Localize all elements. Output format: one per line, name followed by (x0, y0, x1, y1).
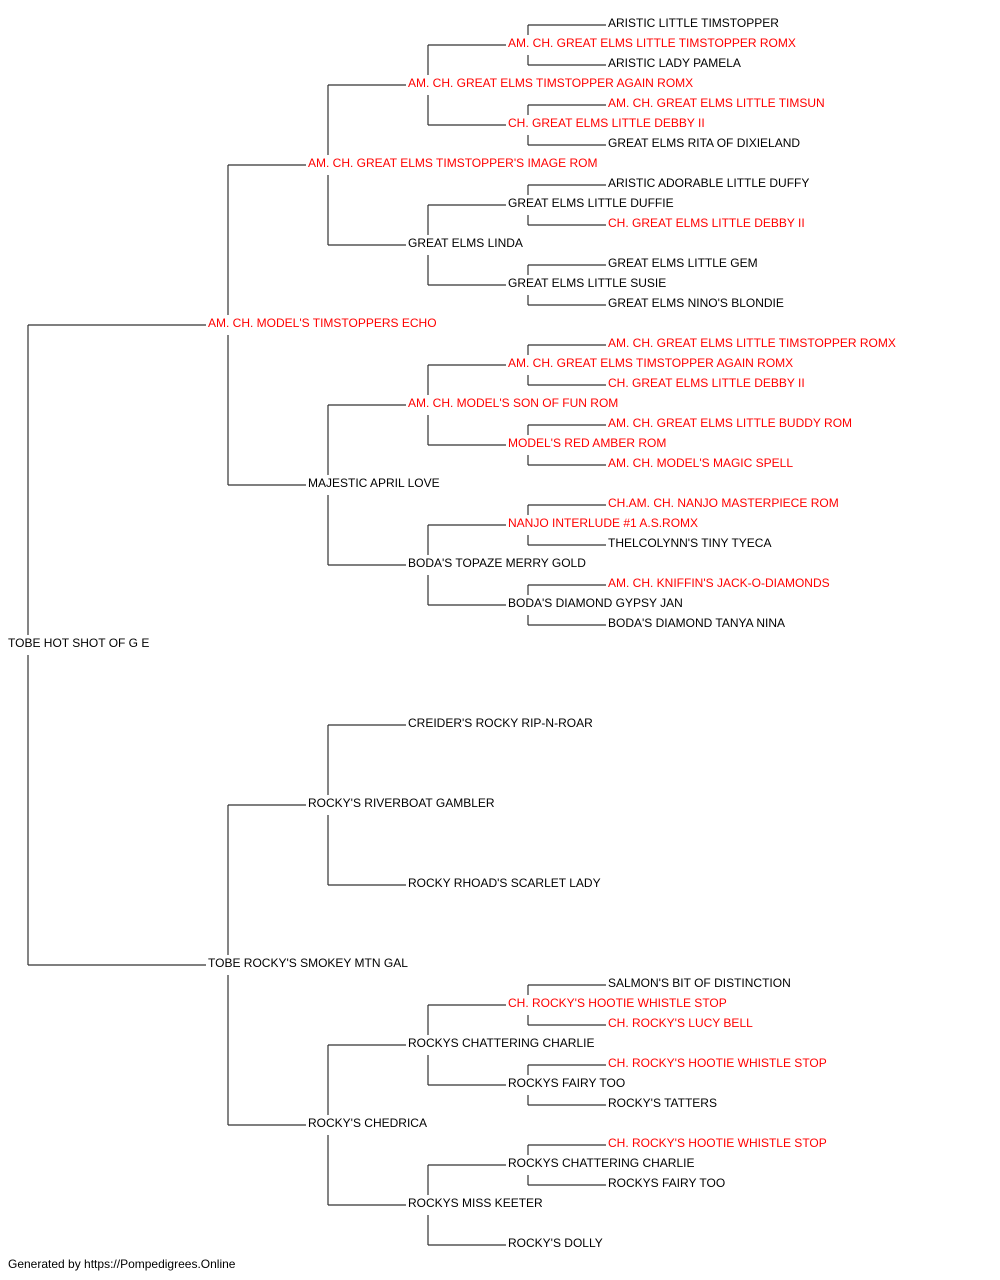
dog-name-root-dam-dam-sire-dam: ROCKYS FAIRY TOO (508, 1076, 625, 1090)
dog-name-root-dam-sire-sire: CREIDER'S ROCKY RIP-N-ROAR (408, 716, 593, 730)
dog-name-root-dam-dam-dam-sire-dam: ROCKYS FAIRY TOO (608, 1176, 725, 1190)
dog-name-root-dam-dam-dam: ROCKYS MISS KEETER (408, 1196, 543, 1210)
dog-name-root-sire-dam: MAJESTIC APRIL LOVE (308, 476, 440, 490)
dog-name-root-dam-dam-sire: ROCKYS CHATTERING CHARLIE (408, 1036, 594, 1050)
dog-name-root-sire-sire-dam-sire-sire: ARISTIC ADORABLE LITTLE DUFFY (608, 176, 809, 190)
dog-name-root-sire-sire-sire-sire-dam: ARISTIC LADY PAMELA (608, 56, 741, 70)
dog-name-root-sire-dam-sire: AM. CH. MODEL'S SON OF FUN ROM (408, 396, 618, 410)
dog-name-root-sire-dam-sire-dam: MODEL'S RED AMBER ROM (508, 436, 666, 450)
dog-name-root-dam-dam-sire-dam-dam: ROCKY'S TATTERS (608, 1096, 717, 1110)
dog-name-root-sire-sire-dam-dam-sire: GREAT ELMS LITTLE GEM (608, 256, 758, 270)
dog-name-root-sire-dam-dam-dam-dam: BODA'S DIAMOND TANYA NINA (608, 616, 785, 630)
dog-name-root-sire-dam-sire-dam-sire: AM. CH. GREAT ELMS LITTLE BUDDY ROM (608, 416, 852, 430)
dog-name-root-sire-sire-sire-dam: CH. GREAT ELMS LITTLE DEBBY II (508, 116, 705, 130)
dog-name-root-sire-sire-sire-sire-sire: ARISTIC LITTLE TIMSTOPPER (608, 16, 779, 30)
dog-name-root-sire-dam-sire-sire: AM. CH. GREAT ELMS TIMSTOPPER AGAIN ROMX (508, 356, 793, 370)
dog-name-root-sire-sire-sire-dam-dam: GREAT ELMS RITA OF DIXIELAND (608, 136, 800, 150)
dog-name-root-sire-dam-dam-dam: BODA'S DIAMOND GYPSY JAN (508, 596, 683, 610)
dog-name-root-sire-sire-sire: AM. CH. GREAT ELMS TIMSTOPPER AGAIN ROMX (408, 76, 693, 90)
dog-name-root-sire-sire: AM. CH. GREAT ELMS TIMSTOPPER'S IMAGE RO… (308, 156, 597, 170)
dog-name-root: TOBE HOT SHOT OF G E (8, 636, 149, 650)
dog-name-root-sire-dam-dam-sire-dam: THELCOLYNN'S TINY TYECA (608, 536, 771, 550)
dog-name-root-sire-sire-dam: GREAT ELMS LINDA (408, 236, 523, 250)
dog-name-root-dam-sire-dam: ROCKY RHOAD'S SCARLET LADY (408, 876, 601, 890)
dog-name-root-sire-dam-sire-sire-sire: AM. CH. GREAT ELMS LITTLE TIMSTOPPER ROM… (608, 336, 896, 350)
dog-name-root-sire-sire-dam-dam-dam: GREAT ELMS NINO'S BLONDIE (608, 296, 784, 310)
dog-name-root-dam-dam: ROCKY'S CHEDRICA (308, 1116, 427, 1130)
dog-name-root-dam-dam-sire-sire: CH. ROCKY'S HOOTIE WHISTLE STOP (508, 996, 727, 1010)
dog-name-root-sire-sire-dam-sire-dam: CH. GREAT ELMS LITTLE DEBBY II (608, 216, 805, 230)
dog-name-root-sire-dam-dam-sire-sire: CH.AM. CH. NANJO MASTERPIECE ROM (608, 496, 839, 510)
dog-name-root-dam-sire: ROCKY'S RIVERBOAT GAMBLER (308, 796, 495, 810)
dog-name-root-sire-dam-sire-dam-dam: AM. CH. MODEL'S MAGIC SPELL (608, 456, 793, 470)
dog-name-root-dam-dam-dam-dam: ROCKY'S DOLLY (508, 1236, 603, 1250)
dog-name-root-sire: AM. CH. MODEL'S TIMSTOPPERS ECHO (208, 316, 437, 330)
dog-name-root-sire-sire-dam-sire: GREAT ELMS LITTLE DUFFIE (508, 196, 674, 210)
dog-name-root-dam-dam-dam-sire-sire: CH. ROCKY'S HOOTIE WHISTLE STOP (608, 1136, 827, 1150)
dog-name-root-dam-dam-sire-dam-sire: CH. ROCKY'S HOOTIE WHISTLE STOP (608, 1056, 827, 1070)
dog-name-root-sire-sire-sire-sire: AM. CH. GREAT ELMS LITTLE TIMSTOPPER ROM… (508, 36, 796, 50)
dog-name-root-dam-dam-sire-sire-dam: CH. ROCKY'S LUCY BELL (608, 1016, 753, 1030)
footer-credit: Generated by https://Pompedigrees.Online (8, 1257, 236, 1271)
dog-name-root-dam: TOBE ROCKY'S SMOKEY MTN GAL (208, 956, 408, 970)
dog-name-root-sire-dam-dam-dam-sire: AM. CH. KNIFFIN'S JACK-O-DIAMONDS (608, 576, 830, 590)
dog-name-root-dam-dam-sire-sire-sire: SALMON'S BIT OF DISTINCTION (608, 976, 791, 990)
dog-name-root-sire-dam-sire-sire-dam: CH. GREAT ELMS LITTLE DEBBY II (608, 376, 805, 390)
dog-name-root-sire-sire-sire-dam-sire: AM. CH. GREAT ELMS LITTLE TIMSUN (608, 96, 825, 110)
dog-name-root-sire-dam-dam: BODA'S TOPAZE MERRY GOLD (408, 556, 586, 570)
dog-name-root-sire-sire-dam-dam: GREAT ELMS LITTLE SUSIE (508, 276, 666, 290)
dog-name-root-dam-dam-dam-sire: ROCKYS CHATTERING CHARLIE (508, 1156, 694, 1170)
dog-name-root-sire-dam-dam-sire: NANJO INTERLUDE #1 A.S.ROMX (508, 516, 698, 530)
